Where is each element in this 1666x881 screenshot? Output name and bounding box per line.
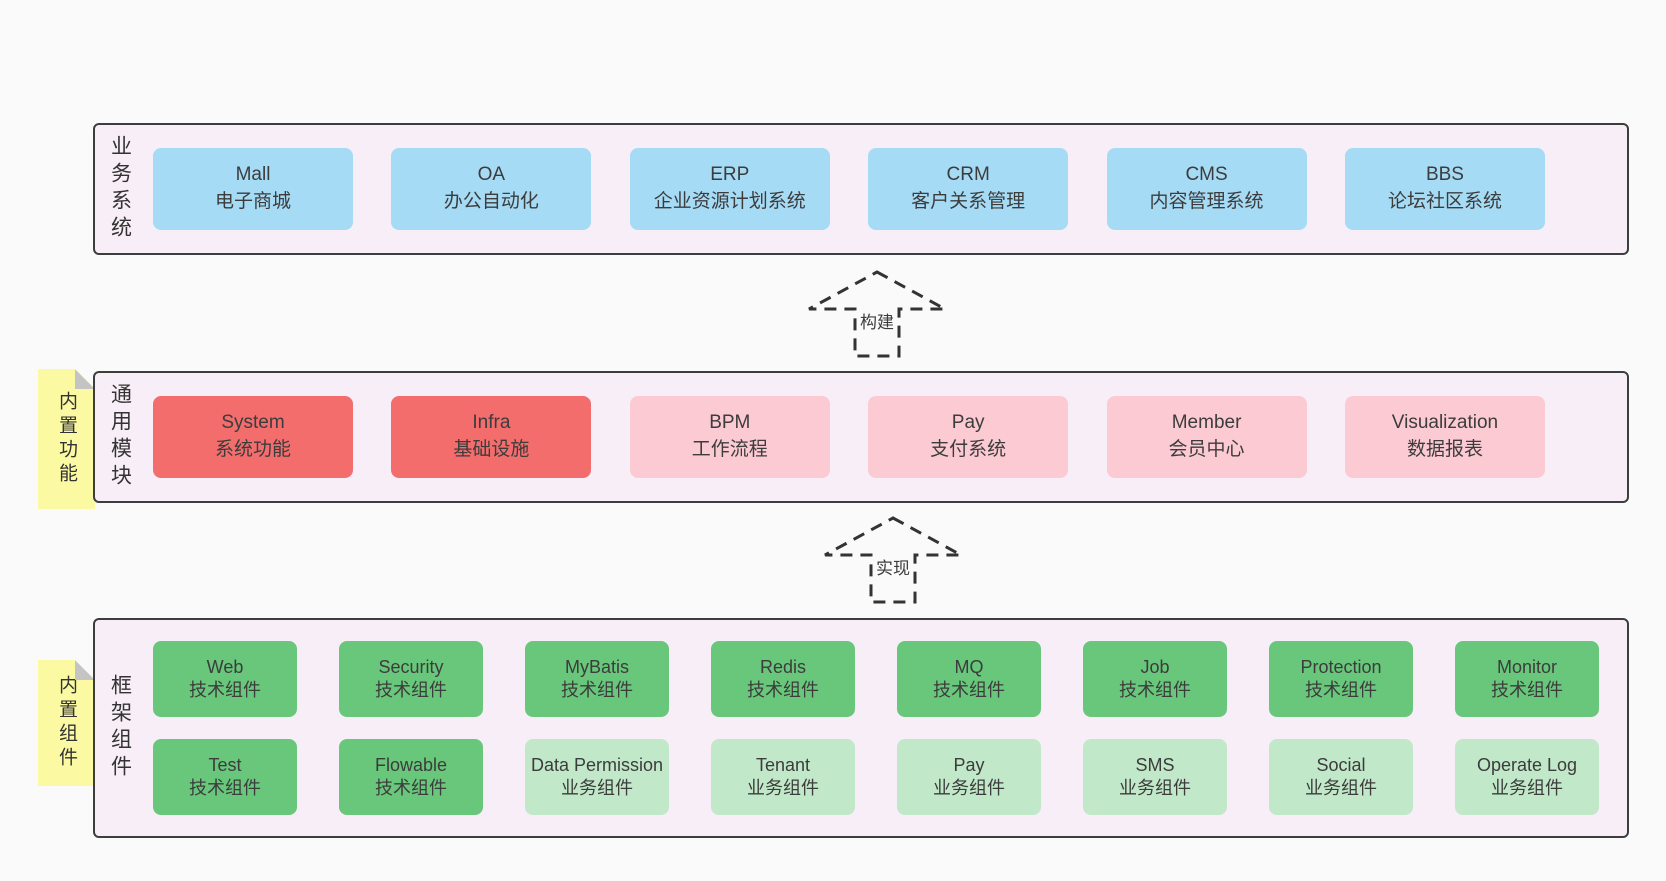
card-mybatis: MyBatis 技术组件: [525, 641, 669, 717]
sticky-note-builtin-components: 内置组件: [38, 660, 95, 786]
card-social: Social 业务组件: [1269, 739, 1413, 815]
card-tenant: Tenant 业务组件: [711, 739, 855, 815]
card-security: Security 技术组件: [339, 641, 483, 717]
business-cards-row: Mall 电子商城 OA 办公自动化 ERP 企业资源计划系统 CRM 客户关系…: [145, 125, 1627, 253]
band-label-business: 业务系统: [95, 125, 145, 253]
card-data-permission: Data Permission 业务组件: [525, 739, 669, 815]
card-cms: CMS 内容管理系统: [1106, 148, 1307, 230]
band-framework-components: 框架组件 Web 技术组件 Security 技术组件 MyBatis 技术组件…: [93, 618, 1629, 838]
card-monitor: Monitor 技术组件: [1455, 641, 1599, 717]
card-oa: OA 办公自动化: [391, 148, 592, 230]
card-member: Member 会员中心: [1106, 396, 1307, 478]
card-redis: Redis 技术组件: [711, 641, 855, 717]
card-bbs: BBS 论坛社区系统: [1344, 148, 1545, 230]
card-test: Test 技术组件: [153, 739, 297, 815]
card-visualization: Visualization 数据报表: [1344, 396, 1545, 478]
card-infra: Infra 基础设施: [391, 396, 592, 478]
card-erp: ERP 企业资源计划系统: [629, 148, 830, 230]
card-system: System 系统功能: [153, 396, 353, 478]
arrow-build-label: 构建: [857, 308, 897, 333]
band-business-systems: 业务系统 Mall 电子商城 OA 办公自动化 ERP 企业资源计划系统 CRM…: [93, 123, 1629, 255]
sticky-note-text: 内置组件: [56, 675, 77, 771]
card-pay-biz: Pay 业务组件: [897, 739, 1041, 815]
card-mall: Mall 电子商城: [153, 148, 353, 230]
card-flowable: Flowable 技术组件: [339, 739, 483, 815]
modules-cards-row: System 系统功能 Infra 基础设施 BPM 工作流程 Pay 支付系统…: [145, 373, 1627, 501]
band-common-modules: 通用模块 System 系统功能 Infra 基础设施 BPM 工作流程 Pay…: [93, 371, 1629, 503]
card-web: Web 技术组件: [153, 641, 297, 717]
components-cards-grid: Web 技术组件 Security 技术组件 MyBatis 技术组件 Redi…: [145, 620, 1627, 836]
band-label-text: 业务系统: [108, 135, 132, 243]
band-label-text: 通用模块: [108, 383, 132, 491]
card-bpm: BPM 工作流程: [629, 396, 830, 478]
card-job: Job 技术组件: [1083, 641, 1227, 717]
card-pay: Pay 支付系统: [868, 396, 1069, 478]
up-block-arrow-implement: 实现: [823, 516, 963, 604]
card-sms: SMS 业务组件: [1083, 739, 1227, 815]
card-mq: MQ 技术组件: [897, 641, 1041, 717]
up-block-arrow-build: 构建: [807, 270, 947, 358]
sticky-note-builtin-features: 内置功能: [38, 369, 95, 509]
band-label-text: 框架组件: [108, 674, 132, 782]
card-crm: CRM 客户关系管理: [868, 148, 1069, 230]
arrow-implement-label: 实现: [873, 554, 913, 579]
band-label-components: 框架组件: [95, 620, 145, 836]
sticky-note-text: 内置功能: [56, 391, 77, 487]
dashed-up-arrow-icon: [808, 270, 946, 358]
band-label-modules: 通用模块: [95, 373, 145, 501]
card-operate-log: Operate Log 业务组件: [1455, 739, 1599, 815]
card-protection: Protection 技术组件: [1269, 641, 1413, 717]
dashed-up-arrow-icon: [824, 516, 962, 604]
